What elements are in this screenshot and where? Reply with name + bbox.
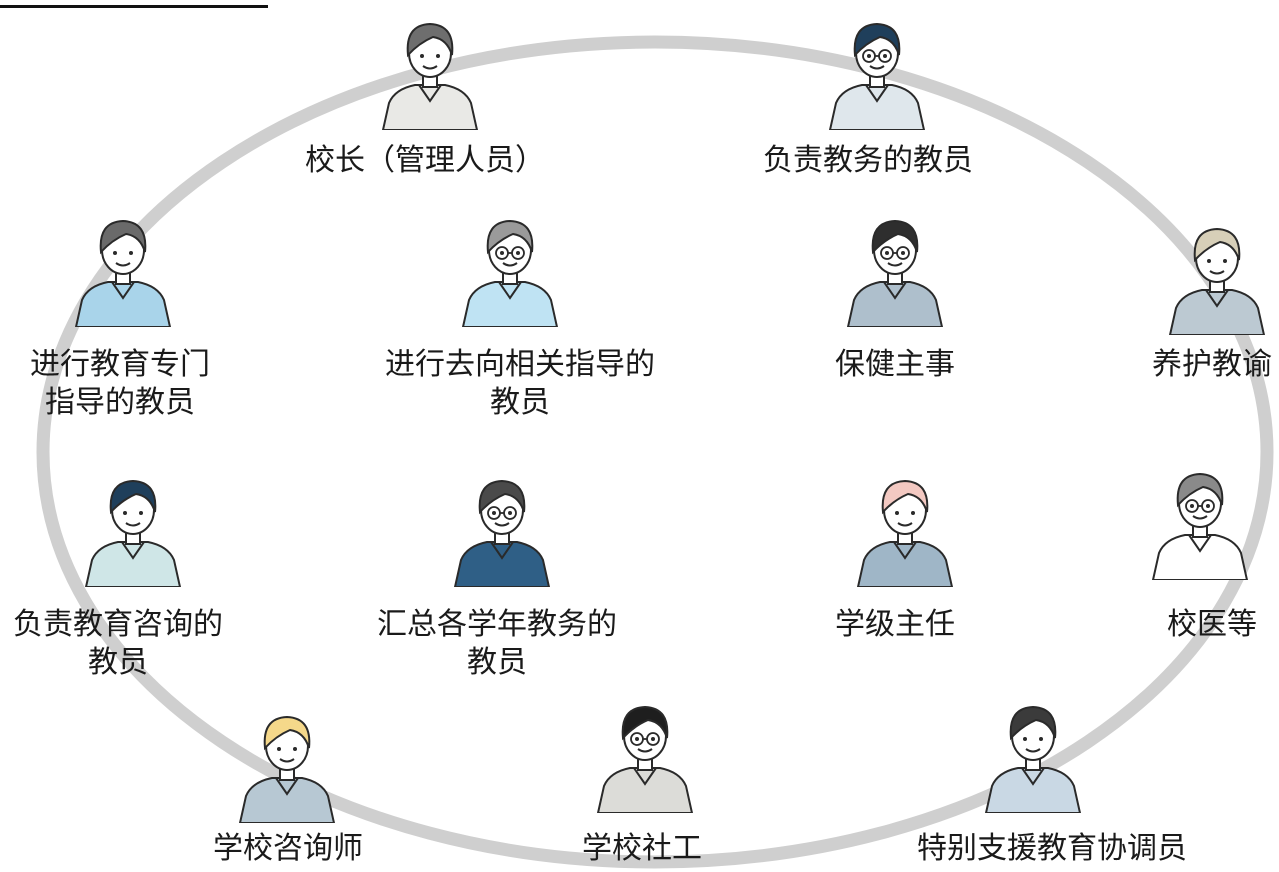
health-director-avatar [840, 212, 950, 328]
person-icon [1151, 472, 1249, 581]
role-label-line: 教员 [88, 645, 148, 680]
school-social-worker-avatar [590, 698, 700, 814]
role-label-line: 校医等 [1167, 607, 1257, 642]
role-label-line: 教员 [467, 645, 527, 680]
person-icon [984, 705, 1082, 814]
role-label-line: 学校社工 [582, 831, 702, 866]
education-counseling-teacher-label: 负责教育咨询的教员 [13, 606, 223, 682]
person-icon [846, 219, 944, 328]
academic-affairs-teacher-label: 负责教务的教员 [763, 142, 973, 180]
academic-affairs-teacher-avatar [822, 15, 932, 131]
role-label-line: 汇总各学年教务的 [377, 607, 617, 642]
person-icon [461, 219, 559, 328]
career-guidance-teacher-label: 进行去向相关指导的教员 [385, 346, 655, 422]
school-counselor-avatar [232, 708, 342, 824]
team-ring [36, 35, 1274, 869]
role-label-line: 特别支援教育协调员 [917, 831, 1187, 866]
person-icon [453, 479, 551, 588]
role-label-line: 保健主事 [835, 347, 955, 382]
role-label-line: 校长（管理人员） [305, 143, 545, 178]
person-icon [74, 219, 172, 328]
person-icon [1168, 227, 1266, 336]
education-counseling-teacher-avatar [78, 472, 188, 588]
homeroom-teacher-label: 学级主任 [835, 606, 955, 644]
role-label-line: 负责教育咨询的 [13, 607, 223, 642]
special-support-coordinator-avatar [978, 698, 1088, 814]
grade-coordinator-teacher-avatar [447, 472, 557, 588]
role-label-line: 养护教谕 [1152, 347, 1272, 382]
specialized-education-teacher-avatar [68, 212, 178, 328]
person-icon [84, 479, 182, 588]
school-nurse-teacher-label: 养护教谕 [1152, 346, 1272, 384]
person-icon [856, 479, 954, 588]
health-director-label: 保健主事 [835, 346, 955, 384]
school-social-worker-label: 学校社工 [582, 830, 702, 868]
person-icon [828, 22, 926, 131]
school-counselor-label: 学校咨询师 [213, 830, 363, 868]
homeroom-teacher-avatar [850, 472, 960, 588]
special-support-coordinator-label: 特别支援教育协调员 [917, 830, 1187, 868]
person-icon [596, 705, 694, 814]
person-icon [381, 22, 479, 131]
school-nurse-teacher-avatar [1162, 220, 1272, 336]
school-doctor-label: 校医等 [1167, 606, 1257, 644]
grade-coordinator-teacher-label: 汇总各学年教务的教员 [377, 606, 617, 682]
role-label-line: 进行去向相关指导的 [385, 347, 655, 382]
role-label-line: 学级主任 [835, 607, 955, 642]
school-doctor-avatar [1145, 465, 1255, 581]
specialized-education-teacher-label: 进行教育专门指导的教员 [30, 346, 210, 422]
principal-label: 校长（管理人员） [305, 142, 545, 180]
career-guidance-teacher-avatar [455, 212, 565, 328]
principal-avatar [375, 15, 485, 131]
role-label-line: 负责教务的教员 [763, 143, 973, 178]
role-label-line: 学校咨询师 [213, 831, 363, 866]
header-rule [0, 5, 268, 8]
person-icon [238, 715, 336, 824]
role-label-line: 指导的教员 [45, 385, 195, 420]
role-label-line: 进行教育专门 [30, 347, 210, 382]
role-label-line: 教员 [490, 385, 550, 420]
